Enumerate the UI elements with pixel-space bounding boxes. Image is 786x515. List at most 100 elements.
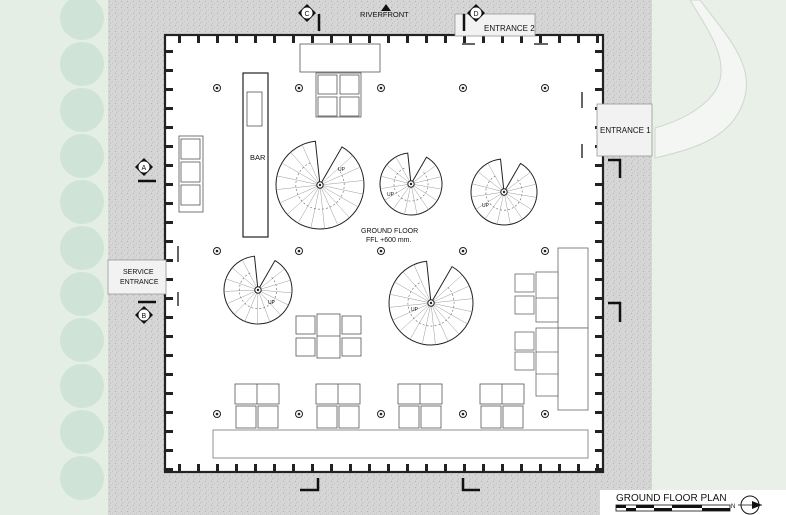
riverfront-label: RIVERFRONT <box>360 10 409 19</box>
center-table-group <box>295 313 362 359</box>
column <box>541 247 549 255</box>
mullion <box>166 354 173 357</box>
mullion <box>166 449 173 452</box>
column <box>377 84 385 92</box>
mullion <box>595 373 602 376</box>
mullion <box>166 278 173 281</box>
spiral-stair: UP <box>275 140 365 230</box>
svg-text:UP: UP <box>338 167 346 173</box>
svg-text:UP: UP <box>387 192 395 198</box>
mullion <box>166 259 173 262</box>
mullion <box>501 36 504 43</box>
column <box>377 410 385 418</box>
mullion <box>482 464 485 471</box>
entrance-1-label: ENTRANCE 1 <box>600 126 651 135</box>
mullion <box>166 50 173 53</box>
mullion <box>166 69 173 72</box>
tree-icon <box>60 180 104 224</box>
mullion <box>197 464 200 471</box>
tree-icon <box>60 134 104 178</box>
service-entrance-label-2: ENTRANCE <box>120 279 159 286</box>
left-seating <box>178 135 204 213</box>
mullion <box>577 464 580 471</box>
mullion <box>444 464 447 471</box>
mullion <box>444 36 447 43</box>
bottom-table-groups <box>234 383 525 429</box>
floor-label: GROUND FLOOR <box>361 228 418 235</box>
mullion <box>425 36 428 43</box>
mullion <box>178 464 181 471</box>
mullion <box>501 464 504 471</box>
mullion <box>178 36 181 43</box>
mullion <box>166 411 173 414</box>
mullion <box>595 202 602 205</box>
mullion <box>273 36 276 43</box>
mullion <box>166 183 173 186</box>
table-group <box>315 383 361 429</box>
mullion <box>166 145 173 148</box>
bar-label: BAR <box>250 153 266 162</box>
mullion <box>406 36 409 43</box>
mullion <box>595 240 602 243</box>
mullion <box>235 36 238 43</box>
mullion <box>166 107 173 110</box>
column <box>213 84 221 92</box>
mullion <box>596 36 599 43</box>
mullion <box>216 464 219 471</box>
mullion <box>596 464 599 471</box>
wall-mullions <box>166 36 602 471</box>
service-entrance-landing <box>107 259 167 295</box>
mullion <box>595 278 602 281</box>
tree-icon <box>60 410 104 454</box>
mullion <box>595 411 602 414</box>
section-line-ends <box>300 158 622 492</box>
column <box>377 247 385 255</box>
scale-bar <box>615 504 731 512</box>
column <box>459 84 467 92</box>
landscape-right <box>652 0 786 490</box>
mullion <box>166 88 173 91</box>
svg-text:UP: UP <box>268 300 276 306</box>
mullion <box>520 36 523 43</box>
mullion <box>595 164 602 167</box>
mullion <box>595 88 602 91</box>
mullion <box>166 335 173 338</box>
mullion <box>595 430 602 433</box>
structural-columns <box>213 84 549 418</box>
mullion <box>197 36 200 43</box>
svg-text:UP: UP <box>482 203 490 209</box>
tree-icon <box>60 318 104 362</box>
mullion <box>463 464 466 471</box>
mullion <box>595 449 602 452</box>
mullion <box>166 468 173 471</box>
tree-icon <box>60 226 104 270</box>
mullion <box>216 36 219 43</box>
mullion <box>311 464 314 471</box>
mullion <box>166 240 173 243</box>
mullion <box>482 36 485 43</box>
tree-icon <box>60 0 104 40</box>
north-arrow-icon: N <box>731 495 762 515</box>
mullion <box>595 69 602 72</box>
svg-text:A: A <box>142 165 147 172</box>
section-marker-b: B <box>135 300 156 324</box>
riverfront-arrow-icon <box>381 4 391 11</box>
top-seating <box>299 43 381 118</box>
bar-sink <box>246 91 263 127</box>
mullion <box>595 183 602 186</box>
tree-icon <box>60 42 104 86</box>
section-marker-a: A <box>135 158 156 183</box>
service-entrance-label-1: SERVICE <box>123 269 154 276</box>
mullion <box>595 221 602 224</box>
mullion <box>595 259 602 262</box>
column <box>541 410 549 418</box>
tree-icon <box>60 364 104 408</box>
floor-level-label: FFL +600 mm. <box>366 237 412 244</box>
mullion <box>166 392 173 395</box>
mullion <box>520 464 523 471</box>
svg-text:N: N <box>731 504 735 510</box>
svg-text:C: C <box>305 11 310 18</box>
